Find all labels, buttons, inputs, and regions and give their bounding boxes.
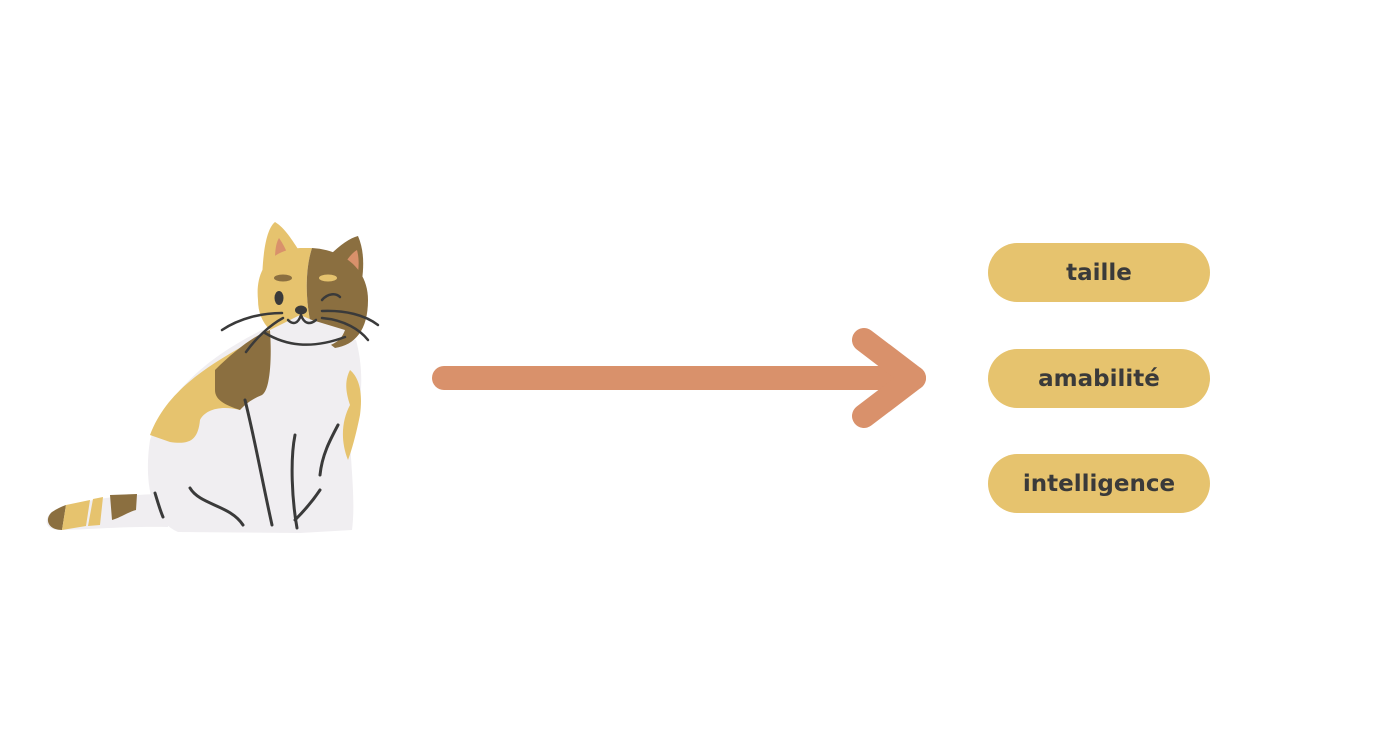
- attribute-label: taille: [1066, 259, 1132, 286]
- attribute-pill-intelligence: intelligence: [988, 454, 1210, 513]
- attribute-label: intelligence: [1022, 470, 1176, 497]
- attribute-pill-amabilite: amabilité: [988, 349, 1210, 408]
- attribute-pill-taille: taille: [988, 243, 1210, 302]
- attribute-label: amabilité: [1038, 365, 1160, 392]
- right-arrow-icon: [432, 328, 926, 428]
- cat-illustration: [46, 222, 380, 533]
